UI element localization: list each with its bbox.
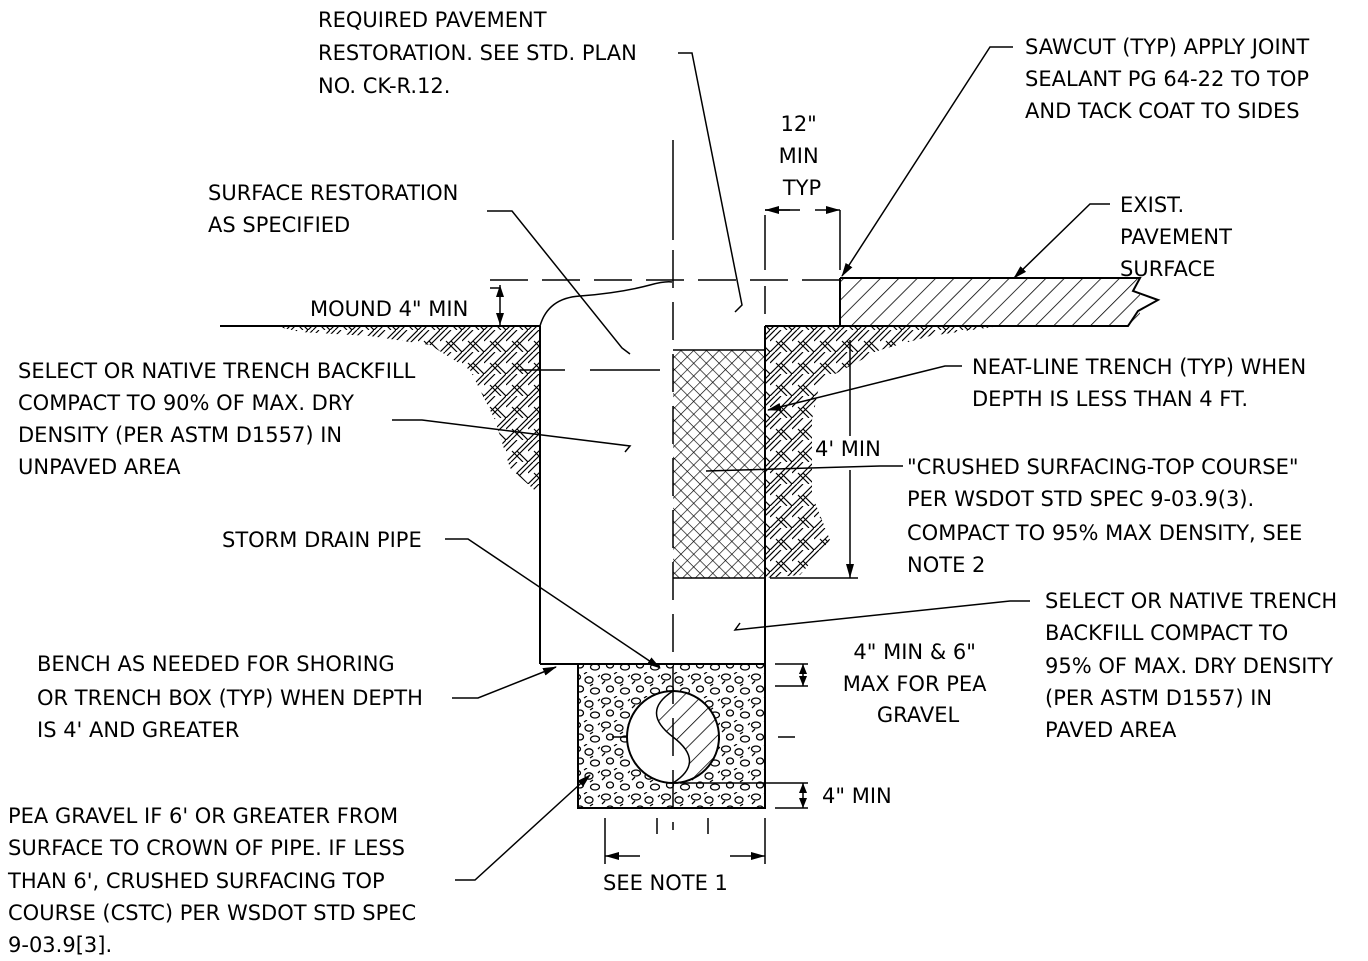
label-mound: MOUND 4" MIN [310,297,468,321]
label-select-unpaved: SELECT OR NATIVE TRENCH BACKFILL COMPACT… [18,359,422,479]
label-4ft-min: 4' MIN [815,437,881,461]
label-pea-gravel: PEA GRAVEL IF 6' OR GREATER FROM SURFACE… [7,804,423,957]
label-required-pavement: REQUIRED PAVEMENT RESTORATION. SEE STD. … [318,8,643,98]
label-exist-pavement: EXIST. PAVEMENT SURFACE [1120,193,1239,281]
existing-pavement [840,278,1140,326]
label-sawcut: SAWCUT (TYP) APPLY JOINT SEALANT PG 64-2… [1025,35,1316,123]
label-bench: BENCH AS NEEDED FOR SHORING OR TRENCH BO… [37,652,430,742]
soil-left [275,326,540,495]
soil-right [765,326,1000,578]
label-storm-drain: STORM DRAIN PIPE [222,528,422,552]
label-12-min: 12" MIN TYP [779,112,826,200]
label-4-6-min: 4" MIN & 6" MAX FOR PEA GRAVEL [843,640,993,727]
label-select-paved: SELECT OR NATIVE TRENCH BACKFILL COMPACT… [1045,589,1344,742]
label-see-note-1: SEE NOTE 1 [603,871,728,895]
label-crushed-surfacing: "CRUSHED SURFACING-TOP COURSE" PER WSDOT… [907,455,1309,577]
label-4-min-bottom: 4" MIN [822,784,892,808]
label-surface-restoration: SURFACE RESTORATION AS SPECIFIED [208,181,465,237]
label-neat-line: NEAT-LINE TRENCH (TYP) WHEN DEPTH IS LES… [972,355,1313,411]
cstc-fill [673,350,765,578]
